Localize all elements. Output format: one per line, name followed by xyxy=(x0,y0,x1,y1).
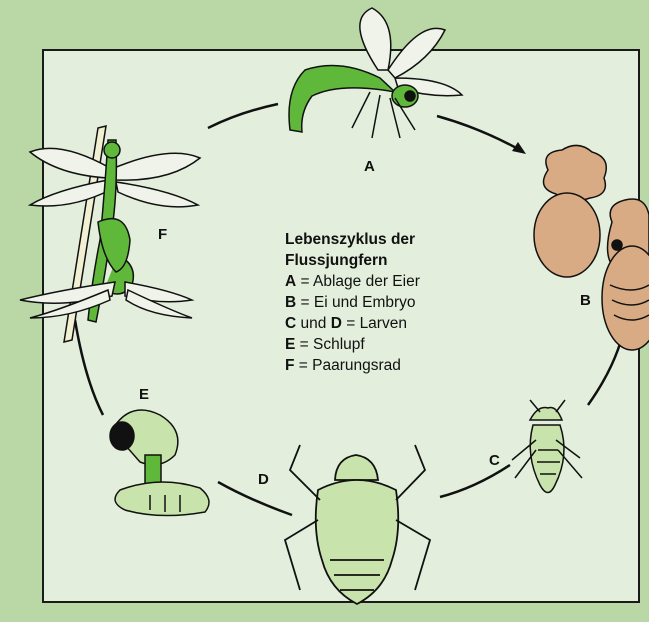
stage-label-f: F xyxy=(158,226,167,243)
legend: Lebenszyklus der Flussjungfern A = Ablag… xyxy=(285,229,475,376)
egg-embryo-icon xyxy=(534,145,649,350)
stage-label-d: D xyxy=(258,471,269,488)
legend-item-e: E = Schlupf xyxy=(285,334,475,355)
mating-wheel-icon xyxy=(20,126,200,342)
dragonfly-ovipositing-icon xyxy=(289,8,462,138)
legend-item-f: F = Paarungsrad xyxy=(285,355,475,376)
mature-larva-icon xyxy=(285,445,430,604)
legend-item-b: B = Ei und Embryo xyxy=(285,292,475,313)
emerging-dragonfly-icon xyxy=(110,410,209,516)
legend-item-a: A = Ablage der Eier xyxy=(285,271,475,292)
legend-item-cd: C und D = Larven xyxy=(285,313,475,334)
stage-label-e: E xyxy=(139,386,149,403)
legend-title-line1: Lebenszyklus der xyxy=(285,229,475,250)
stage-label-b: B xyxy=(580,292,591,309)
stage-label-c: C xyxy=(489,452,500,469)
legend-title-line2: Flussjungfern xyxy=(285,250,475,271)
young-larva-icon xyxy=(512,400,582,493)
stage-label-a: A xyxy=(364,158,375,175)
